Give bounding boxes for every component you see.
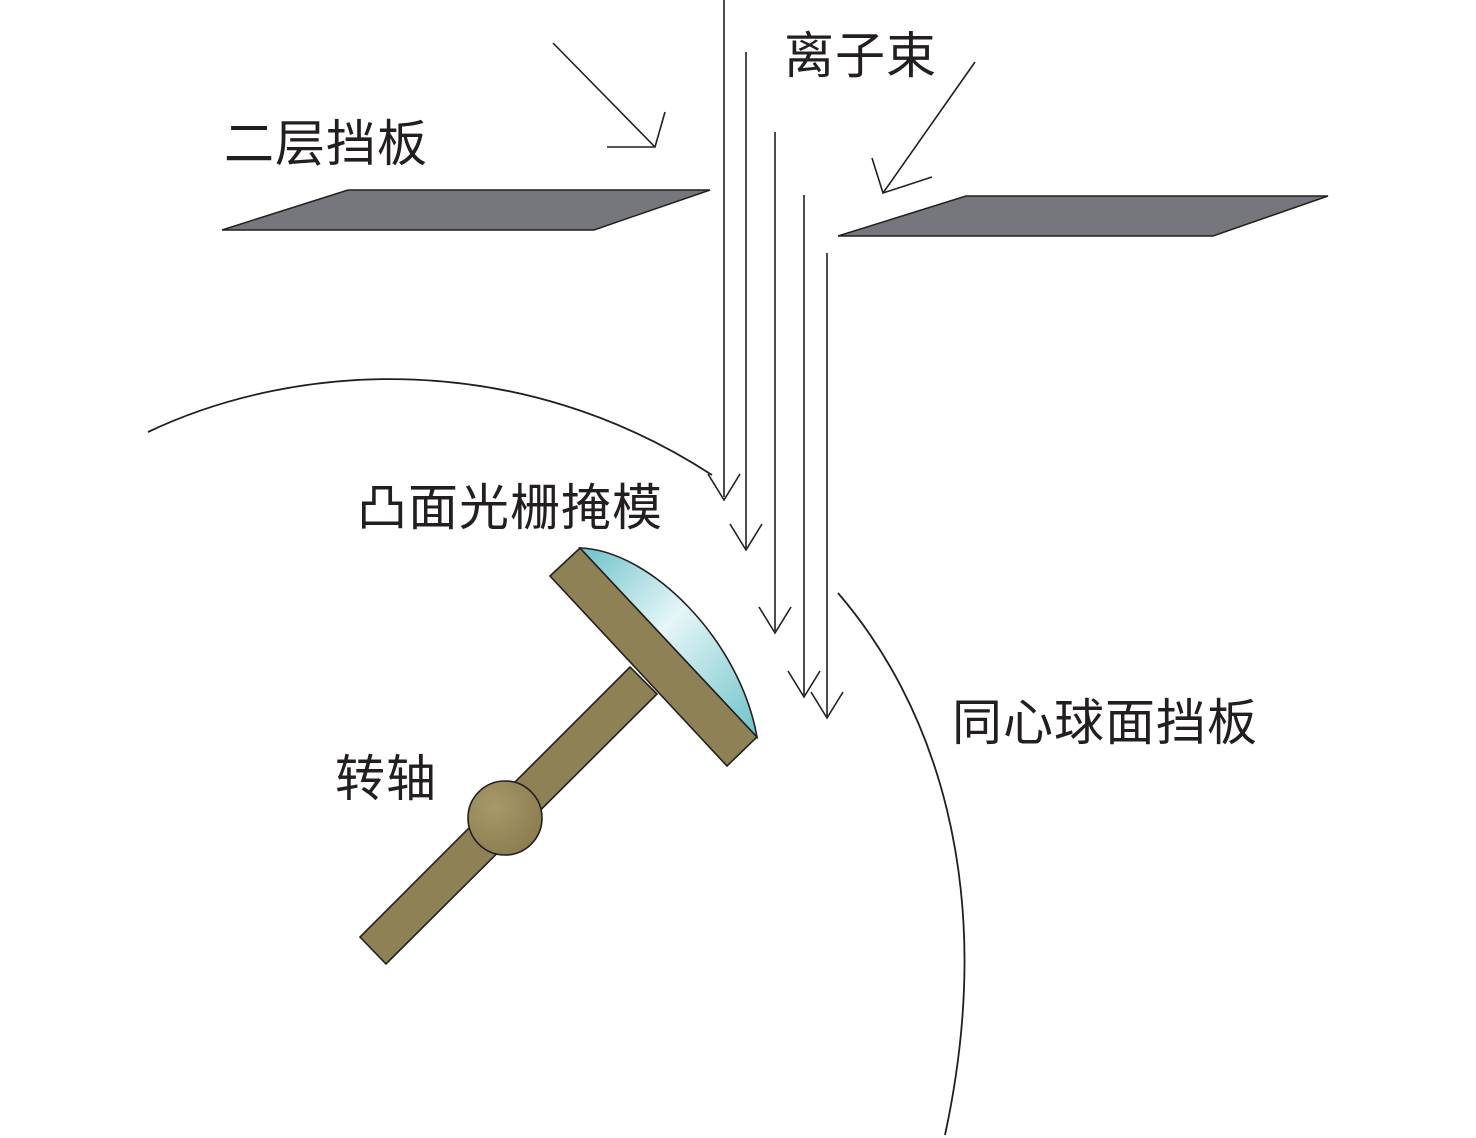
ion-beam-arrow-5 xyxy=(810,253,844,720)
baffle-pointer-arrow-right xyxy=(871,61,976,195)
ion-beam-arrow-4 xyxy=(787,195,821,699)
label-convex-grating-mask: 凸面光栅掩模 xyxy=(357,479,663,537)
ion-beam-arrow-1 xyxy=(707,0,741,502)
concentric-baffle-arc-top xyxy=(147,378,713,476)
ion-beam-arrow-2 xyxy=(729,52,763,552)
baffle-pointer-arrow-left xyxy=(552,42,666,148)
concentric-baffle-arc-right xyxy=(837,592,966,1136)
label-second-baffle: 二层挡板 xyxy=(224,115,428,173)
baffle-plate-left xyxy=(221,189,711,231)
label-ion-beam: 离子束 xyxy=(784,27,937,85)
rotation-shaft-hub xyxy=(467,780,543,856)
ion-beam-arrow-3 xyxy=(758,132,792,635)
baffle-plate-right xyxy=(837,195,1329,237)
label-rotation-axis: 转轴 xyxy=(335,750,437,808)
convex-grating-mask xyxy=(578,547,759,740)
label-concentric-spherical-baffle: 同心球面挡板 xyxy=(952,694,1258,752)
